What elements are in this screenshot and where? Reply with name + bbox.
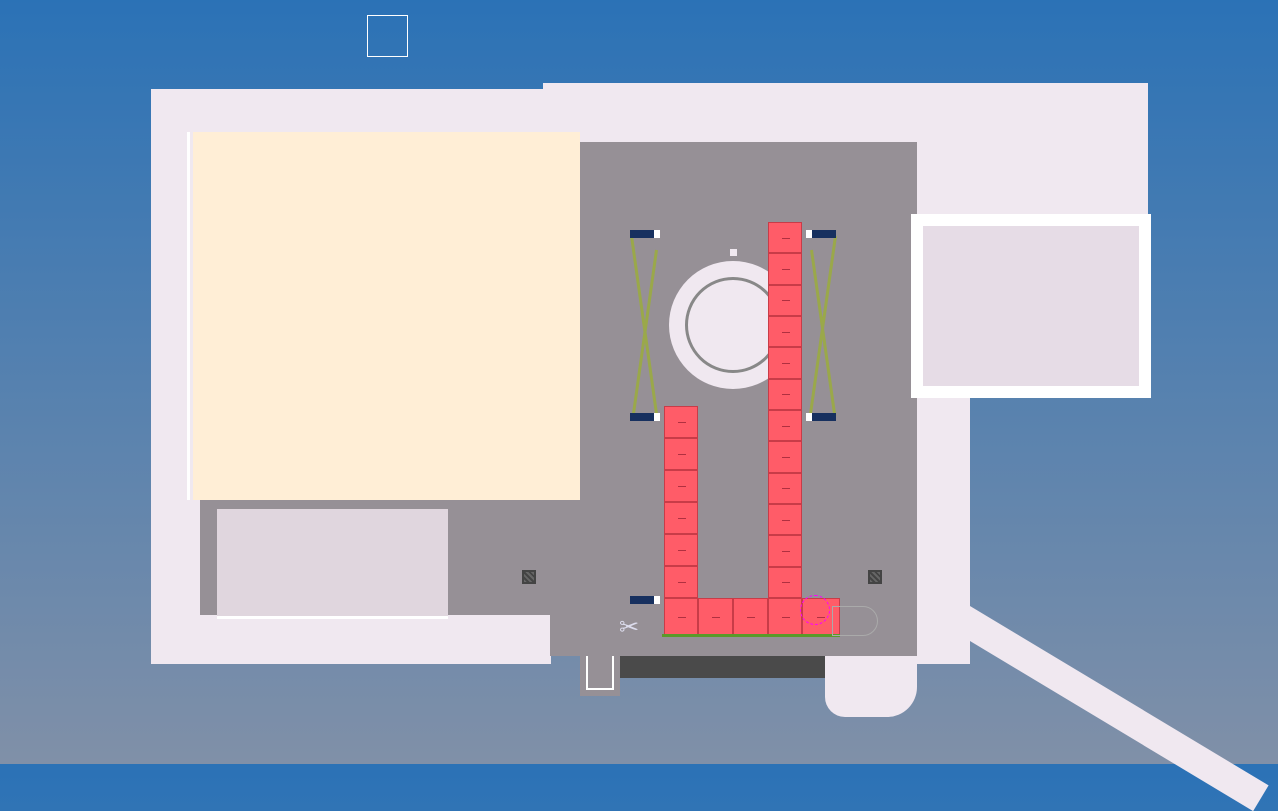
main-room-floor bbox=[550, 142, 917, 656]
room-grey-right[interactable] bbox=[911, 214, 1151, 398]
lamp-icon bbox=[730, 249, 737, 256]
room-grey-right-floor bbox=[923, 226, 1139, 386]
scissors-icon[interactable]: ✂ bbox=[619, 614, 640, 641]
room-yellow[interactable] bbox=[193, 132, 580, 500]
queue-tile[interactable] bbox=[768, 316, 802, 348]
bench-icon[interactable] bbox=[630, 230, 660, 238]
path-diagonal bbox=[944, 600, 1269, 811]
queue-tile[interactable] bbox=[664, 566, 698, 598]
door-frame[interactable] bbox=[580, 656, 620, 696]
queue-tile[interactable] bbox=[768, 284, 802, 316]
bench-icon[interactable] bbox=[630, 596, 660, 604]
queue-tile[interactable] bbox=[768, 535, 802, 567]
queue-outline bbox=[662, 634, 840, 637]
wall-left bbox=[187, 132, 190, 500]
queue-tile[interactable] bbox=[768, 566, 802, 598]
queue-tile[interactable] bbox=[768, 222, 802, 254]
queue-tile[interactable] bbox=[698, 598, 733, 636]
fountain-basin bbox=[685, 277, 781, 373]
queue-exit-icon[interactable] bbox=[832, 606, 878, 636]
room-grey-small[interactable] bbox=[217, 509, 448, 619]
queue-tile[interactable] bbox=[768, 378, 802, 410]
queue-tile[interactable] bbox=[733, 598, 768, 636]
queue-tile[interactable] bbox=[768, 441, 802, 473]
bench-icon[interactable] bbox=[806, 230, 836, 238]
entrance-walkway bbox=[620, 656, 825, 678]
queue-tile[interactable] bbox=[768, 253, 802, 285]
bench-icon[interactable] bbox=[630, 413, 660, 421]
queue-tile[interactable] bbox=[664, 438, 698, 470]
queue-tile[interactable] bbox=[664, 406, 698, 438]
queue-tile[interactable] bbox=[768, 410, 802, 442]
bench-icon[interactable] bbox=[806, 413, 836, 421]
selection-marker-icon bbox=[800, 595, 830, 625]
vent-icon bbox=[868, 570, 882, 584]
selection-box[interactable] bbox=[367, 15, 408, 57]
queue-tile[interactable] bbox=[664, 470, 698, 502]
queue-tile[interactable] bbox=[768, 347, 802, 379]
vent-icon bbox=[522, 570, 536, 584]
queue-tile[interactable] bbox=[664, 598, 698, 636]
queue-tile[interactable] bbox=[768, 504, 802, 536]
queue-tile[interactable] bbox=[768, 472, 802, 504]
queue-tile[interactable] bbox=[768, 598, 802, 636]
door-outline bbox=[586, 656, 614, 690]
queue-tile[interactable] bbox=[664, 502, 698, 534]
queue-tile[interactable] bbox=[664, 534, 698, 566]
